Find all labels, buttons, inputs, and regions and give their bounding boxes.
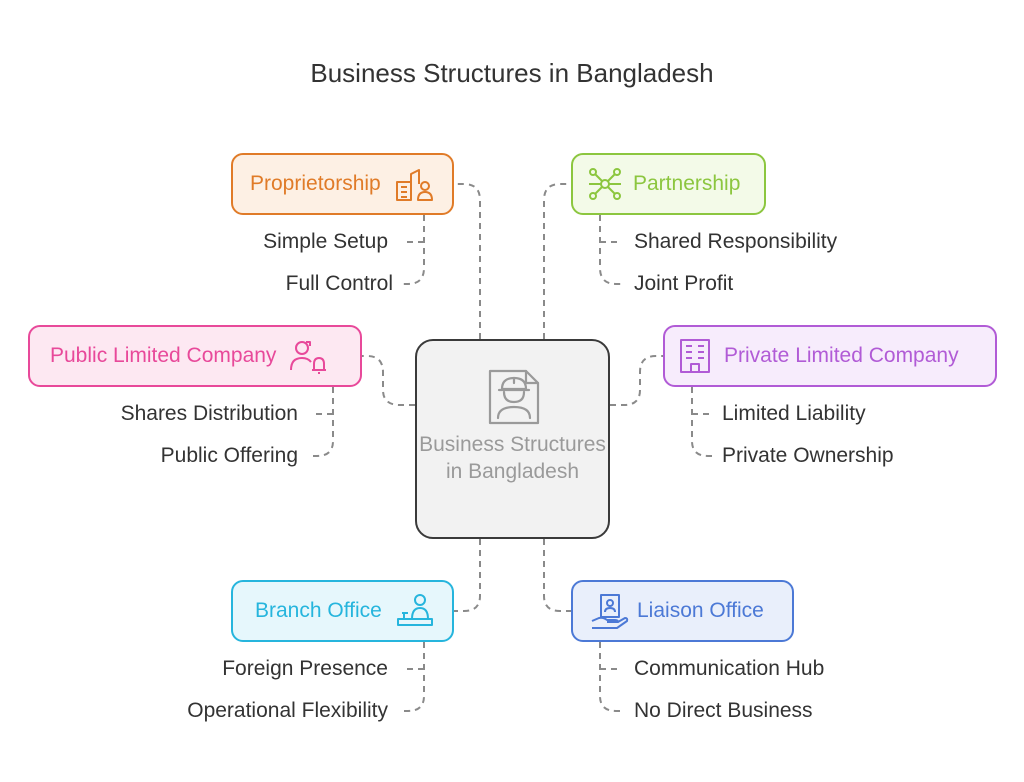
node-label: Branch Office <box>255 599 382 622</box>
partnership-item-1: Shared Responsibility <box>634 230 838 253</box>
branch-office-item-1: Foreign Presence <box>222 657 388 680</box>
hand-id-card-icon <box>589 591 629 631</box>
worker-document-icon <box>486 368 542 426</box>
connector-partnership <box>543 183 571 339</box>
private-limited-item-2: Private Ownership <box>722 444 894 467</box>
branch-office-item-2: Operational Flexibility <box>187 699 388 722</box>
center-node: Business Structures in Bangladesh <box>415 339 610 539</box>
node-proprietorship: Proprietorship <box>231 153 454 215</box>
proprietorship-item-1: Simple Setup <box>263 230 388 253</box>
node-label: Proprietorship <box>250 172 381 195</box>
connector-proprietorship <box>454 183 481 339</box>
node-label: Liaison Office <box>637 599 764 622</box>
connector-private-limited <box>610 355 663 406</box>
node-branch-office: Branch Office <box>231 580 454 642</box>
building-person-icon <box>393 164 433 204</box>
network-people-icon <box>585 164 625 204</box>
partnership-item-2: Joint Profit <box>634 272 734 295</box>
node-private-limited-company: Private Limited Company <box>663 325 997 387</box>
public-limited-item-1: Shares Distribution <box>120 402 298 425</box>
node-label: Private Limited Company <box>724 344 959 367</box>
node-partnership: Partnership <box>571 153 766 215</box>
private-limited-item-1: Limited Liability <box>722 402 866 425</box>
center-label: Business Structures in Bangladesh <box>419 433 606 483</box>
connector-public-limited <box>362 355 415 406</box>
connector-liaison-office <box>543 539 571 612</box>
liaison-office-item-2: No Direct Business <box>634 699 813 722</box>
node-label: Partnership <box>633 172 741 195</box>
node-liaison-office: Liaison Office <box>571 580 794 642</box>
diagram-title: Business Structures in Bangladesh <box>310 58 714 88</box>
desk-person-icon <box>394 591 434 631</box>
node-label: Public Limited Company <box>50 344 277 367</box>
node-public-limited-company: Public Limited Company <box>28 325 362 387</box>
person-bell-icon <box>288 336 328 376</box>
office-building-icon <box>675 336 715 376</box>
proprietorship-item-2: Full Control <box>285 272 393 295</box>
public-limited-item-2: Public Offering <box>160 444 298 467</box>
connector-branch-office <box>454 539 481 612</box>
liaison-office-item-1: Communication Hub <box>634 657 825 680</box>
